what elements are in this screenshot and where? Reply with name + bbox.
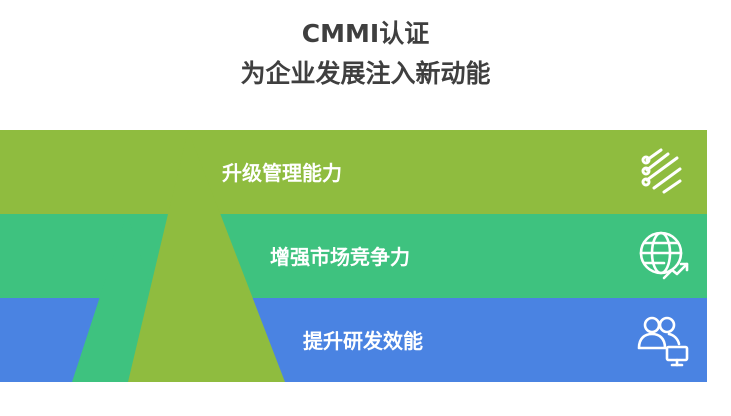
diagram-title-line-2: 为企业发展注入新动能 — [240, 59, 491, 88]
band-management-label: 升级管理能力 — [222, 161, 342, 185]
band-competitiveness-label: 增强市场竞争力 — [270, 245, 410, 269]
band-rd-efficiency-label: 提升研发效能 — [303, 329, 423, 353]
team-computer-icon — [637, 316, 689, 367]
globe-growth-icon — [639, 231, 689, 280]
band-rd-efficiency: 提升研发效能 — [0, 298, 707, 382]
flow-lines-icon — [641, 148, 682, 194]
band-competitiveness: 增强市场竞争力 — [0, 214, 707, 298]
diagram-title-line-1: CMMI认证 — [301, 19, 430, 48]
band-management: 升级管理能力 — [0, 130, 707, 214]
